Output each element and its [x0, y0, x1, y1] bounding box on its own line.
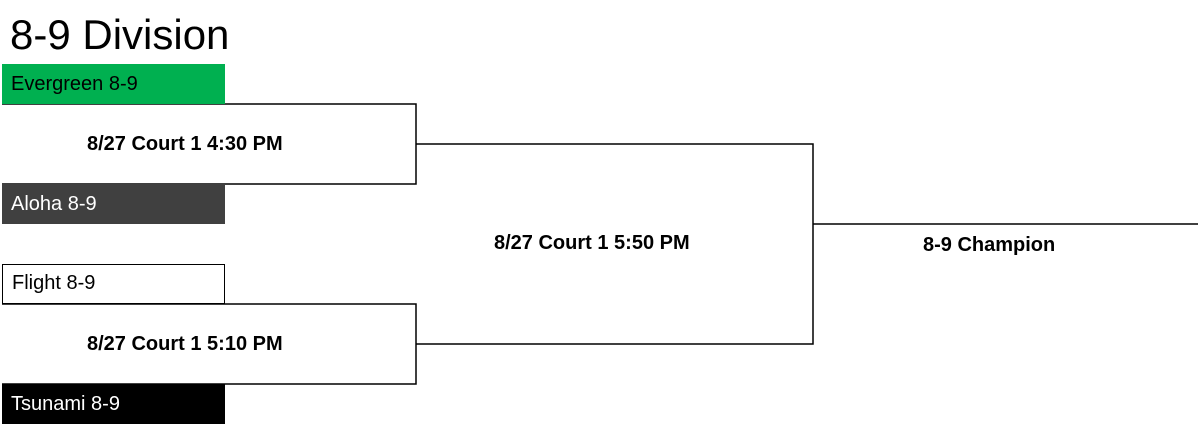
- champion-label: 8-9 Champion: [923, 234, 1056, 256]
- semifinal-2-label: 8/27 Court 1 5:10 PM: [87, 333, 283, 355]
- team-tsunami: Tsunami 8-9: [2, 384, 225, 424]
- final-label: 8/27 Court 1 5:50 PM: [494, 232, 690, 254]
- semifinal-1-label: 8/27 Court 1 4:30 PM: [87, 133, 283, 155]
- team-flight: Flight 8-9: [2, 264, 225, 304]
- page-title: 8-9 Division: [10, 11, 230, 58]
- team-evergreen: Evergreen 8-9: [2, 64, 225, 104]
- team-aloha: Aloha 8-9: [2, 184, 225, 224]
- final-bracket: [416, 143, 814, 345]
